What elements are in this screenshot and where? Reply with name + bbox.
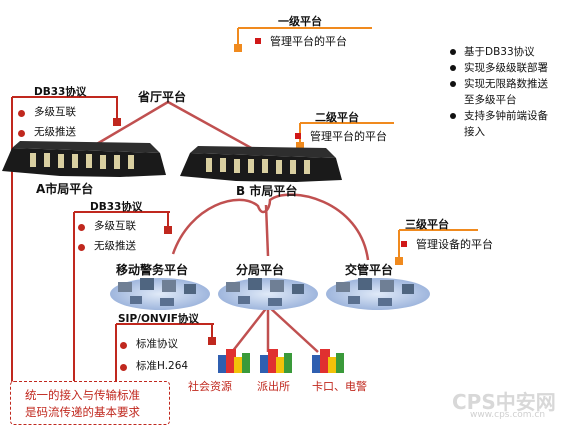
feature-dot <box>450 113 456 119</box>
network-clusters <box>110 278 430 310</box>
level2-bullet <box>295 133 301 139</box>
feature-line-5: 支持多钟前端设备 <box>464 110 548 122</box>
device-icons <box>218 349 344 373</box>
note-line-1: 统一的接入与传输标准 <box>25 388 140 402</box>
protocol-mid-title: DB33协议 <box>90 201 143 213</box>
province-label: 省厅平台 <box>138 90 187 104</box>
feature-line-6: 接入 <box>464 126 485 138</box>
protocol-bottom-item-2: 标准H.264 <box>136 360 189 372</box>
level1-title: 一级平台 <box>278 15 322 28</box>
protocol-top-item-2: 无级推送 <box>34 126 76 138</box>
protocol-top-dot <box>18 110 25 117</box>
node-traffic: 交管平台 <box>345 263 394 277</box>
device-checkpoint: 卡口、电警 <box>312 380 367 393</box>
device-police-station: 派出所 <box>257 380 290 393</box>
feature-dot <box>450 65 456 71</box>
server-rack-b <box>180 146 342 182</box>
protocol-top-title: DB33协议 <box>34 86 87 98</box>
level3-bullet <box>401 241 407 247</box>
level3-desc: 管理设备的平台 <box>416 238 493 251</box>
level2-desc: 管理平台的平台 <box>310 130 387 143</box>
feature-line-3: 实现无限路数推送 <box>464 78 548 90</box>
protocol-mid-item-1: 多级互联 <box>94 220 136 232</box>
protocol-top-item-1: 多级互联 <box>34 106 76 118</box>
server-rack-a <box>2 141 166 177</box>
level2-title: 二级平台 <box>315 111 359 124</box>
city-b-label: B 市局平台 <box>236 184 298 198</box>
note-line-2: 是码流传递的基本要求 <box>25 405 140 419</box>
protocol-bottom-item-1: 标准协议 <box>136 338 178 350</box>
protocol-bottom-dot <box>120 364 127 371</box>
protocol-mid-dot <box>78 244 85 251</box>
protocol-bottom-dot <box>120 342 127 349</box>
node-mobile-police: 移动警务平台 <box>116 263 189 277</box>
protocol-mid-dot <box>78 224 85 231</box>
device-social: 社会资源 <box>188 380 232 393</box>
watermark-url: www.cps.com.cn <box>470 410 546 420</box>
level3-title: 三级平台 <box>405 218 449 231</box>
protocol-mid-item-2: 无级推送 <box>94 240 136 252</box>
city-a-label: A市局平台 <box>36 182 94 196</box>
watermark-logo: CPS中安网 <box>452 390 556 414</box>
node-sub-bureau: 分局平台 <box>236 263 285 277</box>
level1-bullet <box>255 38 261 44</box>
feature-line-1: 基于DB33协议 <box>464 46 535 58</box>
protocol-top-dot <box>18 130 25 137</box>
feature-dot <box>450 81 456 87</box>
note-box: 统一的接入与传输标准 是码流传递的基本要求 <box>10 381 170 425</box>
level1-desc: 管理平台的平台 <box>270 35 347 48</box>
feature-line-4: 至多级平台 <box>464 94 517 106</box>
protocol-bottom-title: SIP/ONVIF协议 <box>118 313 199 325</box>
feature-dot <box>450 49 456 55</box>
feature-line-2: 实现多级级联部署 <box>464 62 548 74</box>
